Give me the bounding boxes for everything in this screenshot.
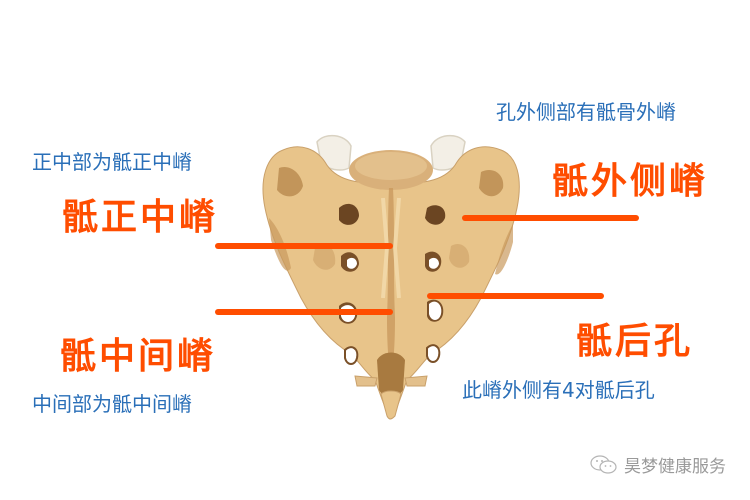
watermark: 昊梦健康服务 <box>590 452 726 477</box>
sacrum-illustration <box>262 134 520 420</box>
lateral-crest-description: 孔外侧部有骶骨外嵴 <box>496 100 676 124</box>
leader-line-median-crest <box>215 243 393 249</box>
intermediate-crest-title: 骶中间嵴 <box>60 336 217 377</box>
wechat-icon <box>590 454 617 474</box>
leader-line-intermediate-crest <box>215 309 393 315</box>
leader-line-lateral-crest <box>462 215 639 221</box>
posterior-foramina-title: 骶后孔 <box>576 321 694 362</box>
lateral-crest-title: 骶外侧嵴 <box>552 161 709 202</box>
median-crest-title: 骶正中嵴 <box>62 197 219 238</box>
leader-line-posterior-foramina <box>427 293 604 299</box>
intermediate-crest-description: 中间部为骶中间嵴 <box>32 392 192 416</box>
posterior-foramina-description: 此嵴外侧有4对骶后孔 <box>462 378 655 402</box>
watermark-text: 昊梦健康服务 <box>624 457 726 477</box>
median-crest-description: 正中部为骶正中嵴 <box>32 150 192 174</box>
